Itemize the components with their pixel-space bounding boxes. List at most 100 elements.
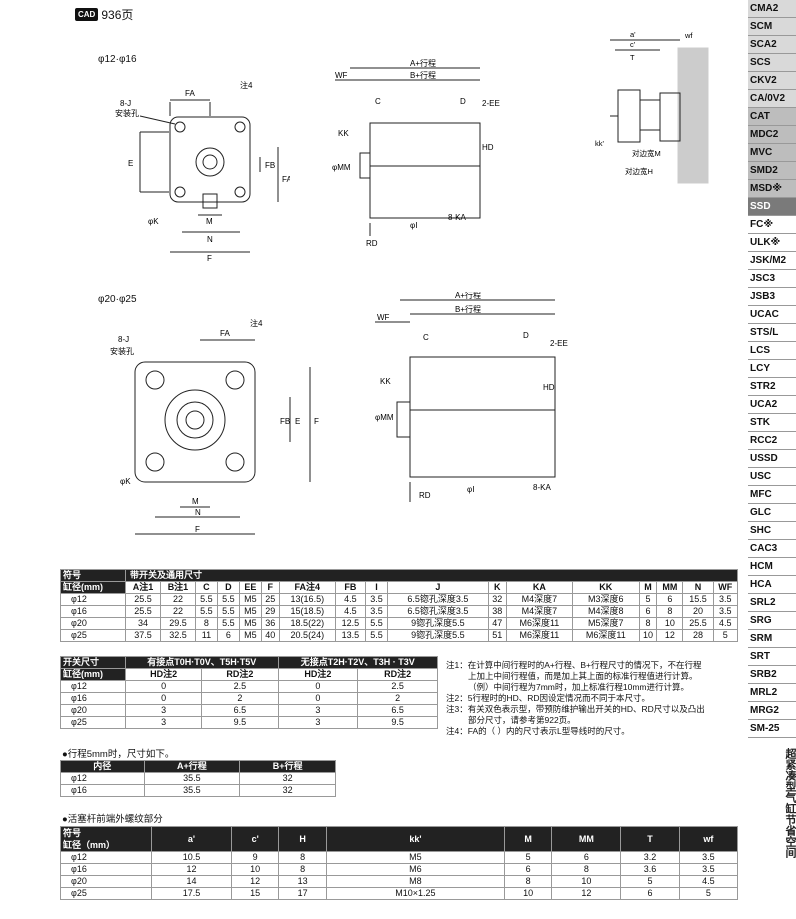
- nav-item[interactable]: JSB3: [748, 288, 796, 306]
- table-cell: 12: [551, 887, 622, 900]
- rod-width-m: 对边宽M: [632, 148, 661, 158]
- nav-item[interactable]: SMD2: [748, 162, 796, 180]
- table-cell: 32: [487, 593, 507, 606]
- table-cell: 9锪孔深度5.5: [386, 617, 489, 630]
- nav-item[interactable]: SRG: [748, 612, 796, 630]
- nav-item[interactable]: MFC: [748, 486, 796, 504]
- table-cell: φ16: [60, 692, 126, 705]
- cad-reference[interactable]: CAD 936页: [75, 6, 133, 23]
- nav-item[interactable]: STS/L: [748, 324, 796, 342]
- nav-item[interactable]: MRL2: [748, 684, 796, 702]
- nav-item[interactable]: SRL2: [748, 594, 796, 612]
- nav-item[interactable]: JSC3: [748, 270, 796, 288]
- switch-group-contact: 有接点T0H·T0V、T5H·T5V: [125, 656, 279, 669]
- table-cell: 9.5: [357, 716, 438, 729]
- rod-header-cell: H: [278, 826, 327, 852]
- table-cell: 40: [260, 629, 280, 642]
- rod-header-cell: T: [620, 826, 680, 852]
- nav-item[interactable]: SHC: [748, 522, 796, 540]
- table-cell: 10: [551, 875, 622, 888]
- nav-item[interactable]: USC: [748, 468, 796, 486]
- table-cell: 25.5: [125, 593, 161, 606]
- nav-item[interactable]: CAC3: [748, 540, 796, 558]
- nav-item[interactable]: MSD※: [748, 180, 796, 198]
- side-large-ka: 8-KA: [533, 483, 551, 492]
- table-cell: 0: [124, 680, 203, 693]
- table-cell: 6: [656, 593, 684, 606]
- main-header-cell: C: [194, 581, 218, 594]
- nav-item[interactable]: GLC: [748, 504, 796, 522]
- front-small-fb: FB: [265, 161, 275, 170]
- nav-item[interactable]: RCC2: [748, 432, 796, 450]
- rod-a: a': [630, 30, 636, 39]
- nav-item[interactable]: MDC2: [748, 126, 796, 144]
- nav-item[interactable]: FC※: [748, 216, 796, 234]
- table-cell: φ25: [60, 887, 152, 900]
- nav-item[interactable]: SM-25: [748, 720, 796, 738]
- nav-item[interactable]: HCA: [748, 576, 796, 594]
- side-nav-vertical-label: 超紧凑型气缸节省空间: [784, 748, 796, 858]
- table-cell: 5: [620, 875, 680, 888]
- nav-item[interactable]: UCAC: [748, 306, 796, 324]
- side-small-hd: HD: [482, 143, 494, 152]
- front-small-f: F: [207, 254, 212, 262]
- side-large-i: φI: [467, 485, 474, 494]
- nav-item[interactable]: MRG2: [748, 702, 796, 720]
- table-cell: 8: [278, 851, 327, 864]
- nav-item[interactable]: SSD: [748, 198, 796, 216]
- nav-item[interactable]: CA/0V2: [748, 90, 796, 108]
- nav-item[interactable]: JSK/M2: [748, 252, 796, 270]
- nav-item[interactable]: CKV2: [748, 72, 796, 90]
- table-cell: M5: [238, 605, 262, 618]
- rod-end-view: a' c' T wf kk' 对边宽M 对边宽H: [595, 30, 709, 184]
- side-large-c: C: [423, 333, 429, 342]
- table-cell: 8: [503, 875, 553, 888]
- nav-item[interactable]: STR2: [748, 378, 796, 396]
- front-small-fa: FA: [185, 89, 195, 98]
- table-cell: M6深度11: [572, 629, 640, 642]
- nav-item[interactable]: LCY: [748, 360, 796, 378]
- nav-item[interactable]: HCM: [748, 558, 796, 576]
- table-cell: 13: [278, 875, 327, 888]
- table-cell: 51: [487, 629, 507, 642]
- main-header-cell: F: [260, 581, 280, 594]
- table-cell: 5: [678, 887, 739, 900]
- main-header-cell: FB: [334, 581, 366, 594]
- table-cell: 15: [230, 887, 280, 900]
- table-cell: 13(16.5): [278, 593, 336, 606]
- nav-item[interactable]: ULK※: [748, 234, 796, 252]
- table-cell: 14: [151, 875, 232, 888]
- note-line: 注1：在计算中间行程时的A+行程、B+行程尺寸的情况下，不在行程: [446, 660, 702, 670]
- front-small-e: E: [128, 159, 133, 168]
- nav-item[interactable]: UCA2: [748, 396, 796, 414]
- nav-item[interactable]: SRB2: [748, 666, 796, 684]
- table-cell: 5: [638, 593, 658, 606]
- nav-item[interactable]: LCS: [748, 342, 796, 360]
- main-header-cell: EE: [238, 581, 262, 594]
- nav-item[interactable]: SCA2: [748, 36, 796, 54]
- side-large-d: D: [523, 331, 529, 340]
- nav-item[interactable]: USSD: [748, 450, 796, 468]
- nav-item[interactable]: CMA2: [748, 0, 796, 18]
- switch-header-rd2: RD注2: [357, 668, 438, 681]
- table-cell: 35.5: [143, 784, 241, 797]
- nav-item[interactable]: SCM: [748, 18, 796, 36]
- table-cell: 18.5(22): [278, 617, 336, 630]
- table-cell: φ16: [60, 863, 152, 876]
- nav-item[interactable]: MVC: [748, 144, 796, 162]
- nav-item[interactable]: SCS: [748, 54, 796, 72]
- table-cell: 3.5: [712, 605, 739, 618]
- stroke5-header-cell: B+行程: [239, 760, 336, 773]
- table-cell: 6: [551, 851, 622, 864]
- nav-item[interactable]: CAT: [748, 108, 796, 126]
- nav-item[interactable]: STK: [748, 414, 796, 432]
- side-large-rd: RD: [419, 491, 431, 500]
- nav-item[interactable]: SRT: [748, 648, 796, 666]
- main-header-cell: A注1: [125, 581, 161, 594]
- table-cell: M5: [238, 617, 262, 630]
- nav-item[interactable]: SRM: [748, 630, 796, 648]
